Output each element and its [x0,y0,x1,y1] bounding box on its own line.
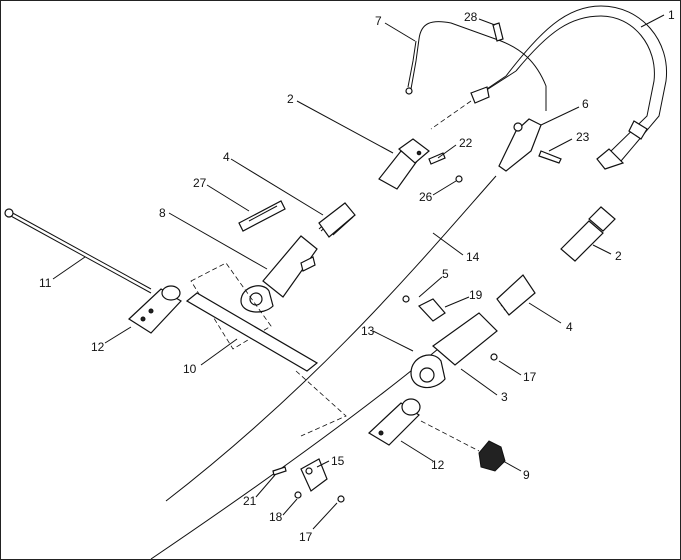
pin-28 [492,22,504,42]
bracket-19 [418,298,446,322]
callout-17-right: 17 [523,370,537,384]
callout-17-lower: 17 [299,530,313,544]
callout-2-upper: 2 [287,92,294,106]
callout-18: 18 [269,510,283,524]
decal-27 [238,200,286,232]
callout-9: 9 [523,468,530,482]
bail-wire [405,21,547,111]
callout-23: 23 [576,130,590,144]
callout-15: 15 [331,454,345,468]
callout-1: 1 [668,8,675,22]
callout-26: 26 [419,190,433,204]
screw-21 [272,466,287,476]
lower-handle-bracket [240,235,318,313]
callout-10: 10 [183,362,197,376]
callout-7: 7 [375,14,382,28]
callout-14: 14 [466,250,480,264]
nut-17-right [490,353,498,361]
clamp-left [128,285,182,334]
handle-rod [185,262,347,437]
callout-5: 5 [442,267,449,281]
clamp-lower [368,398,421,446]
callout-4-lower: 4 [566,320,573,334]
tube-fitting-upper [378,138,430,190]
spring-lower [496,274,536,316]
callout-12-left: 12 [91,340,105,354]
lower-bracket [410,312,498,389]
callout-8: 8 [159,206,166,220]
callout-19: 19 [469,288,483,302]
long-bolt [4,208,152,294]
nut-26 [455,175,463,183]
spring-upper [318,202,356,238]
upper-handle [505,5,668,170]
callout-6: 6 [582,97,589,111]
callout-13: 13 [361,324,375,338]
cable-clip-15 [300,458,328,492]
callout-11: 11 [39,276,52,290]
handle-tube [430,70,517,130]
callout-27: 27 [193,176,207,190]
callout-2-lower: 2 [615,249,622,263]
callout-22: 22 [459,136,473,150]
washer-18 [294,491,302,499]
cable-14 [165,175,497,502]
callout-28: 28 [464,10,478,24]
bolt-5 [402,295,410,303]
tube-fitting-lower [560,206,616,262]
leader-lines [52,14,665,530]
nut-17-lower [337,495,345,503]
callout-3: 3 [501,390,508,404]
callout-4-upper: 4 [223,150,230,164]
callout-12-lower: 12 [431,458,445,472]
knob-9 [478,440,506,472]
control-lever [498,118,562,172]
callout-labels: 1 2 2 3 4 4 5 6 7 8 9 10 11 12 12 13 14 … [39,8,675,544]
callout-21: 21 [243,494,257,508]
